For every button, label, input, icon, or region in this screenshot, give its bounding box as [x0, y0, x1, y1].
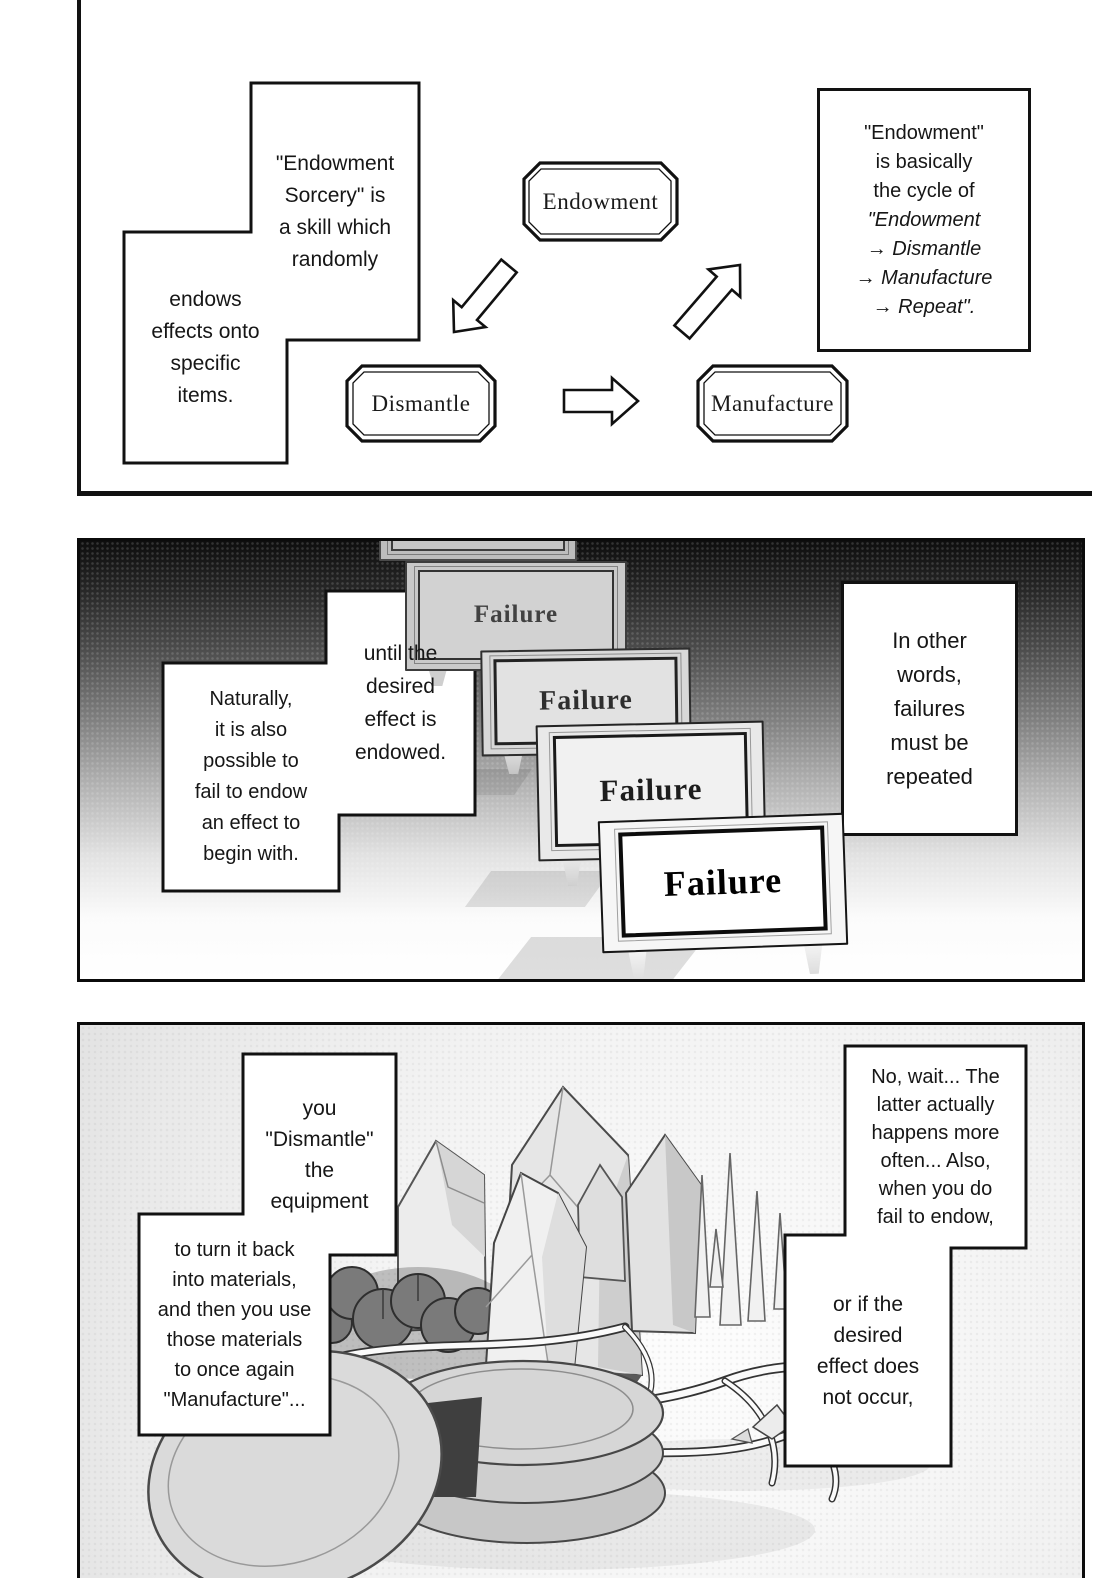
sign-text: Failure	[440, 541, 515, 547]
crystal-base-shadow	[486, 1365, 642, 1407]
arrow-manufacture-to-endowment-icon	[672, 263, 742, 341]
node-endowment-label: Endowment	[542, 188, 659, 214]
branches	[333, 1322, 853, 1503]
speech-text-no-wait: No, wait... The latter actually happens …	[871, 1066, 1000, 1228]
speech-text-cycle-regular: "Endowment" is basically the cycle of	[864, 121, 984, 202]
disc-stack	[381, 1359, 666, 1544]
sign-leg	[803, 944, 825, 975]
sign-frame: Failure	[387, 541, 569, 555]
arrow-endowment-to-dismantle-icon	[451, 257, 519, 334]
sign-text: Failure	[663, 859, 783, 904]
failure-sign-5: Failure	[379, 541, 577, 561]
sign-shadow	[464, 871, 612, 907]
node-dismantle-label: Dismantle	[371, 390, 471, 416]
panel-diagram: "Endowment Sorcery" is a skill which ran…	[77, 0, 1092, 496]
failure-sign-1: Failure	[597, 812, 849, 954]
speech-text-endows-effects: endows effects onto specific items.	[151, 287, 260, 407]
speech-text-or-if: or if the desired effect does not occur,	[816, 1292, 920, 1409]
speech-text-until: until the desired effect is endowed.	[354, 642, 447, 764]
node-manufacture-label: Manufacture	[711, 390, 834, 416]
speech-box-cycle: "Endowment" is basically the cycle of "E…	[817, 88, 1031, 352]
sign-text: Failure	[599, 770, 703, 808]
arrow-dismantle-to-manufacture-icon	[562, 375, 640, 427]
speech-box-in-other-words: In other words, failures must be repeate…	[841, 581, 1018, 836]
speech-text-naturally: Naturally, it is also possible to fail t…	[194, 688, 308, 865]
sign-frame: Failure	[614, 821, 832, 942]
speech-text-turn-back: to turn it back into materials, and then…	[157, 1238, 312, 1411]
crystal-cluster	[397, 1085, 703, 1377]
sign-text: Failure	[538, 684, 633, 717]
panel-failures: Failure Failure Failure Failure Failure …	[77, 538, 1085, 982]
front-crystal	[484, 1171, 588, 1371]
panel-materials: you "Dismantle" the equipment to turn it…	[77, 1022, 1085, 1578]
sign-text: Failure	[473, 601, 559, 628]
disc-gap-shadow	[410, 1397, 482, 1497]
crystal-spikes	[694, 1152, 788, 1326]
speech-text-cycle-italic: "Endowment → Dismantle → Manufacture → R…	[855, 208, 993, 318]
berries	[311, 1266, 502, 1353]
